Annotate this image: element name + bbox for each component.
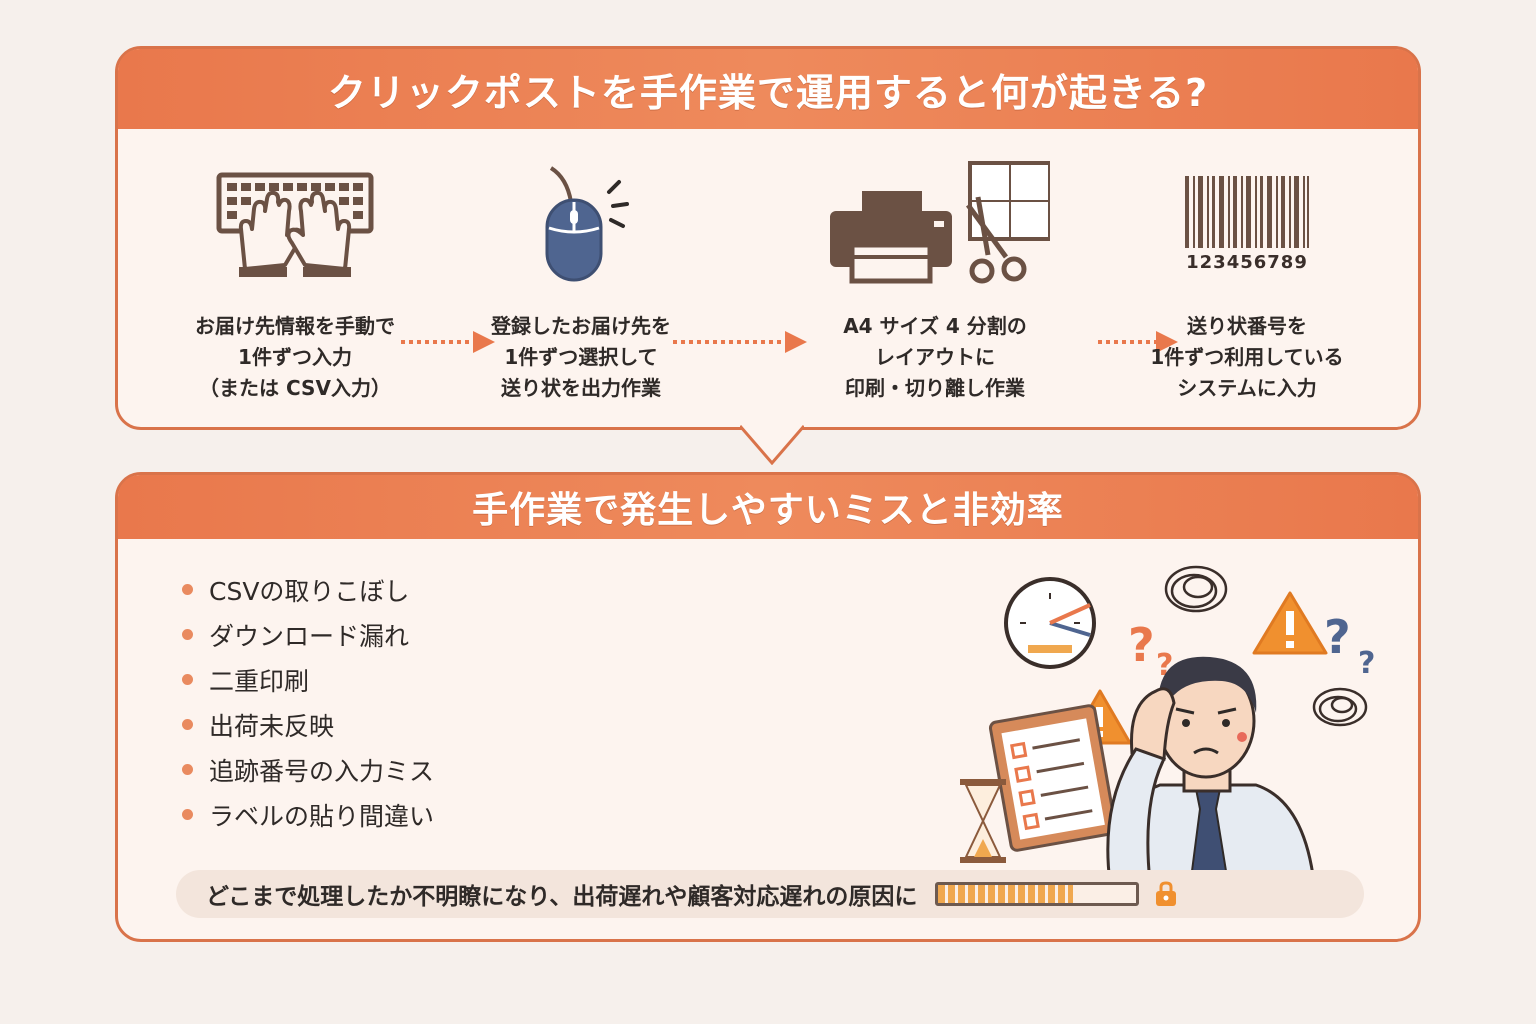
bullet-icon <box>182 674 193 685</box>
barcode-icon: 123456789 <box>1102 159 1392 289</box>
issues-title: 手作業で発生しやすいミスと非効率 <box>118 475 1418 539</box>
step-caption: 送り状番号を 1件ずつ利用している システムに入力 <box>1150 314 1344 400</box>
speech-pointer <box>740 425 804 465</box>
list-item: ラベルの貼り間違い <box>182 792 434 837</box>
issues-panel: 手作業で発生しやすいミスと非効率 CSVの取りこぼし ダウンロード漏れ 二重印刷… <box>115 472 1421 942</box>
lock-icon <box>1156 881 1177 906</box>
keyboard-hands-icon <box>150 159 440 289</box>
list-item: 二重印刷 <box>182 657 434 702</box>
arrow-right-icon <box>1098 331 1178 353</box>
person-avatar <box>1106 656 1316 883</box>
bullet-icon <box>182 764 193 775</box>
barcode-number: 123456789 <box>1186 251 1308 273</box>
step-caption: お届け先情報を手動で 1件ずつ入力 （または CSV入力） <box>195 314 395 400</box>
bullet-icon <box>182 719 193 730</box>
workflow-title: クリックポストを手作業で運用すると何が起きる? <box>118 49 1418 129</box>
step-caption: A4 サイズ 4 分割の レイアウトに 印刷・切り離し作業 <box>843 314 1027 400</box>
list-item: CSVの取りこぼし <box>182 567 434 612</box>
svg-text:?: ? <box>1358 646 1375 681</box>
warning-banner: どこまで処理したか不明瞭になり、出荷遅れや顧客対応遅れの原因に <box>176 870 1364 918</box>
printer-scissors-icon <box>790 159 1080 289</box>
step-caption: 登録したお届け先を 1件ずつ選択して 送り状を出力作業 <box>491 314 671 400</box>
step-tracking-entry: 123456789 送り状番号を 1件ずつ利用している システムに入力 <box>1102 159 1392 404</box>
step-manual-input: お届け先情報を手動で 1件ずつ入力 （または CSV入力） <box>150 159 440 404</box>
arrow-right-icon <box>401 331 495 353</box>
bullet-icon <box>182 809 193 820</box>
issues-list: CSVの取りこぼし ダウンロード漏れ 二重印刷 出荷未反映 追跡番号の入力ミス … <box>182 567 434 837</box>
bullet-icon <box>182 584 193 595</box>
workflow-steps: お届け先情報を手動で 1件ずつ入力 （または CSV入力） <box>118 159 1418 409</box>
list-item: 追跡番号の入力ミス <box>182 747 434 792</box>
progress-bar <box>935 882 1140 906</box>
stressed-worker-illustration: ? ? ? ? <box>960 565 1375 883</box>
arrow-right-icon <box>673 331 807 353</box>
progress-fill <box>938 885 1074 903</box>
gauge-icon <box>1004 577 1096 669</box>
step-select-output: 登録したお届け先を 1件ずつ選択して 送り状を出力作業 <box>436 159 726 404</box>
list-item: 出荷未反映 <box>182 702 434 747</box>
bullet-icon <box>182 629 193 640</box>
workflow-panel: クリックポストを手作業で運用すると何が起きる? <box>115 46 1421 465</box>
list-item: ダウンロード漏れ <box>182 612 434 657</box>
scribble-icon <box>1164 565 1368 727</box>
mouse-click-icon <box>436 159 726 289</box>
step-print-cut: A4 サイズ 4 分割の レイアウトに 印刷・切り離し作業 <box>790 159 1080 404</box>
svg-text:?: ? <box>1128 618 1155 672</box>
banner-text: どこまで処理したか不明瞭になり、出荷遅れや顧客対応遅れの原因に <box>206 884 918 910</box>
warning-icon <box>1252 591 1328 655</box>
hourglass-icon <box>960 779 1006 863</box>
checklist-icon <box>988 704 1118 852</box>
svg-text:?: ? <box>1324 610 1351 664</box>
